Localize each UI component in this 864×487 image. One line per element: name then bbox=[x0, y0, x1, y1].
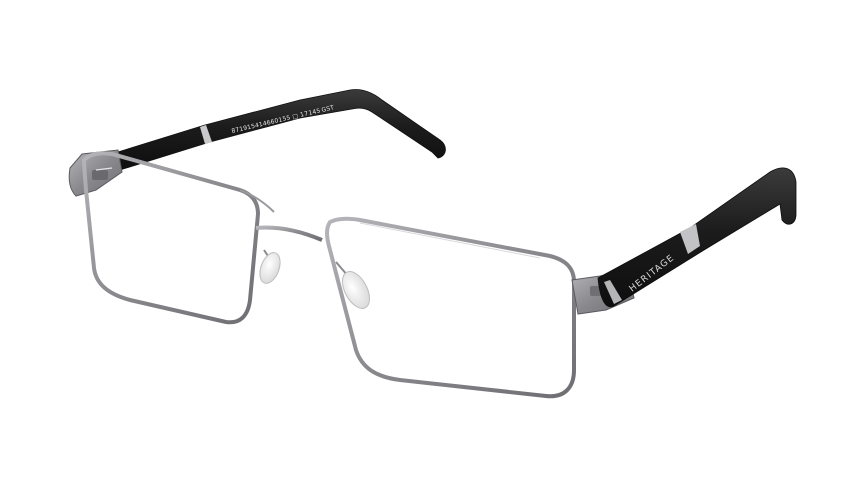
far-temple-arm: 8719154146601 55 □ 17 145 GST bbox=[117, 89, 446, 171]
metal-highlight bbox=[359, 222, 541, 259]
bridge bbox=[255, 225, 323, 242]
left-hinge bbox=[68, 149, 123, 197]
temple-metal-ring bbox=[200, 125, 212, 144]
temple-length-print: 145 bbox=[308, 107, 321, 117]
svg-text:GST: GST bbox=[321, 104, 335, 114]
top-bar bbox=[239, 189, 275, 213]
left-lens-rim bbox=[81, 151, 261, 325]
temple-color-print: GST bbox=[321, 104, 335, 114]
right-nose-pad bbox=[335, 261, 371, 309]
near-temple-arm: HERITAGE bbox=[597, 167, 797, 308]
temple-metal-ring bbox=[680, 224, 700, 254]
right-lens-rim bbox=[325, 216, 576, 399]
left-nose-pad bbox=[259, 249, 281, 284]
svg-text:145: 145 bbox=[308, 107, 321, 117]
metal-highlight bbox=[95, 167, 113, 171]
